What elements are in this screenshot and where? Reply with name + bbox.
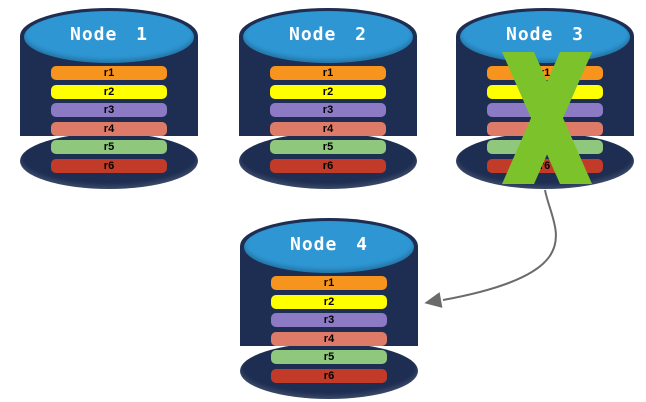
replica-bar-r6: r6: [51, 158, 167, 173]
replica-bar-r2: r2: [271, 294, 387, 309]
db-node-1: Node 1 r1 r2 r3 r4 r5 r6: [20, 8, 198, 189]
replica-bar-r3: r3: [51, 103, 167, 117]
failover-arrow: [424, 189, 557, 308]
failover-arrow-line: [442, 189, 557, 301]
cylinder-top-face: [243, 11, 413, 63]
replica-bar-r1: r1: [270, 66, 386, 80]
cylinder-top-face: [460, 11, 630, 63]
db-node-2: Node 2 r1 r2 r3 r4 r5 r6: [239, 8, 417, 189]
failover-arrowhead-icon: [424, 292, 443, 308]
replica-bar-r3: r3: [270, 103, 386, 117]
replica-bar-r5: r5: [271, 350, 387, 364]
node-title: Node 1: [69, 24, 149, 45]
replica-bar-r6: r6: [271, 368, 387, 383]
failure-x-icon: [502, 52, 593, 184]
replica-bar-r4: r4: [51, 121, 167, 136]
replica-bar-r5: r5: [270, 140, 386, 154]
cylinder-top-face: [24, 11, 194, 63]
node-title: Node 2: [288, 24, 368, 45]
replica-bar-r4: r4: [270, 121, 386, 136]
replica-bar-r2: r2: [270, 84, 386, 99]
replica-list: r1 r2 r3 r4 r5 r6: [51, 66, 167, 177]
cylinder-top-face: [244, 221, 414, 273]
replica-list: r1 r2 r3 r4 r5 r6: [271, 276, 387, 387]
replica-bar-r2: r2: [51, 84, 167, 99]
node-title: Node 3: [505, 24, 585, 45]
replica-bar-r1: r1: [51, 66, 167, 80]
replica-bar-r6: r6: [270, 158, 386, 173]
replica-list: r1 r2 r3 r4 r5 r6: [270, 66, 386, 177]
replica-bar-r1: r1: [271, 276, 387, 290]
db-node-4: Node 4 r1 r2 r3 r4 r5 r6: [240, 218, 418, 399]
node-title: Node 4: [289, 234, 369, 255]
replica-bar-r5: r5: [51, 140, 167, 154]
replica-bar-r3: r3: [271, 313, 387, 327]
replica-bar-r4: r4: [271, 331, 387, 346]
